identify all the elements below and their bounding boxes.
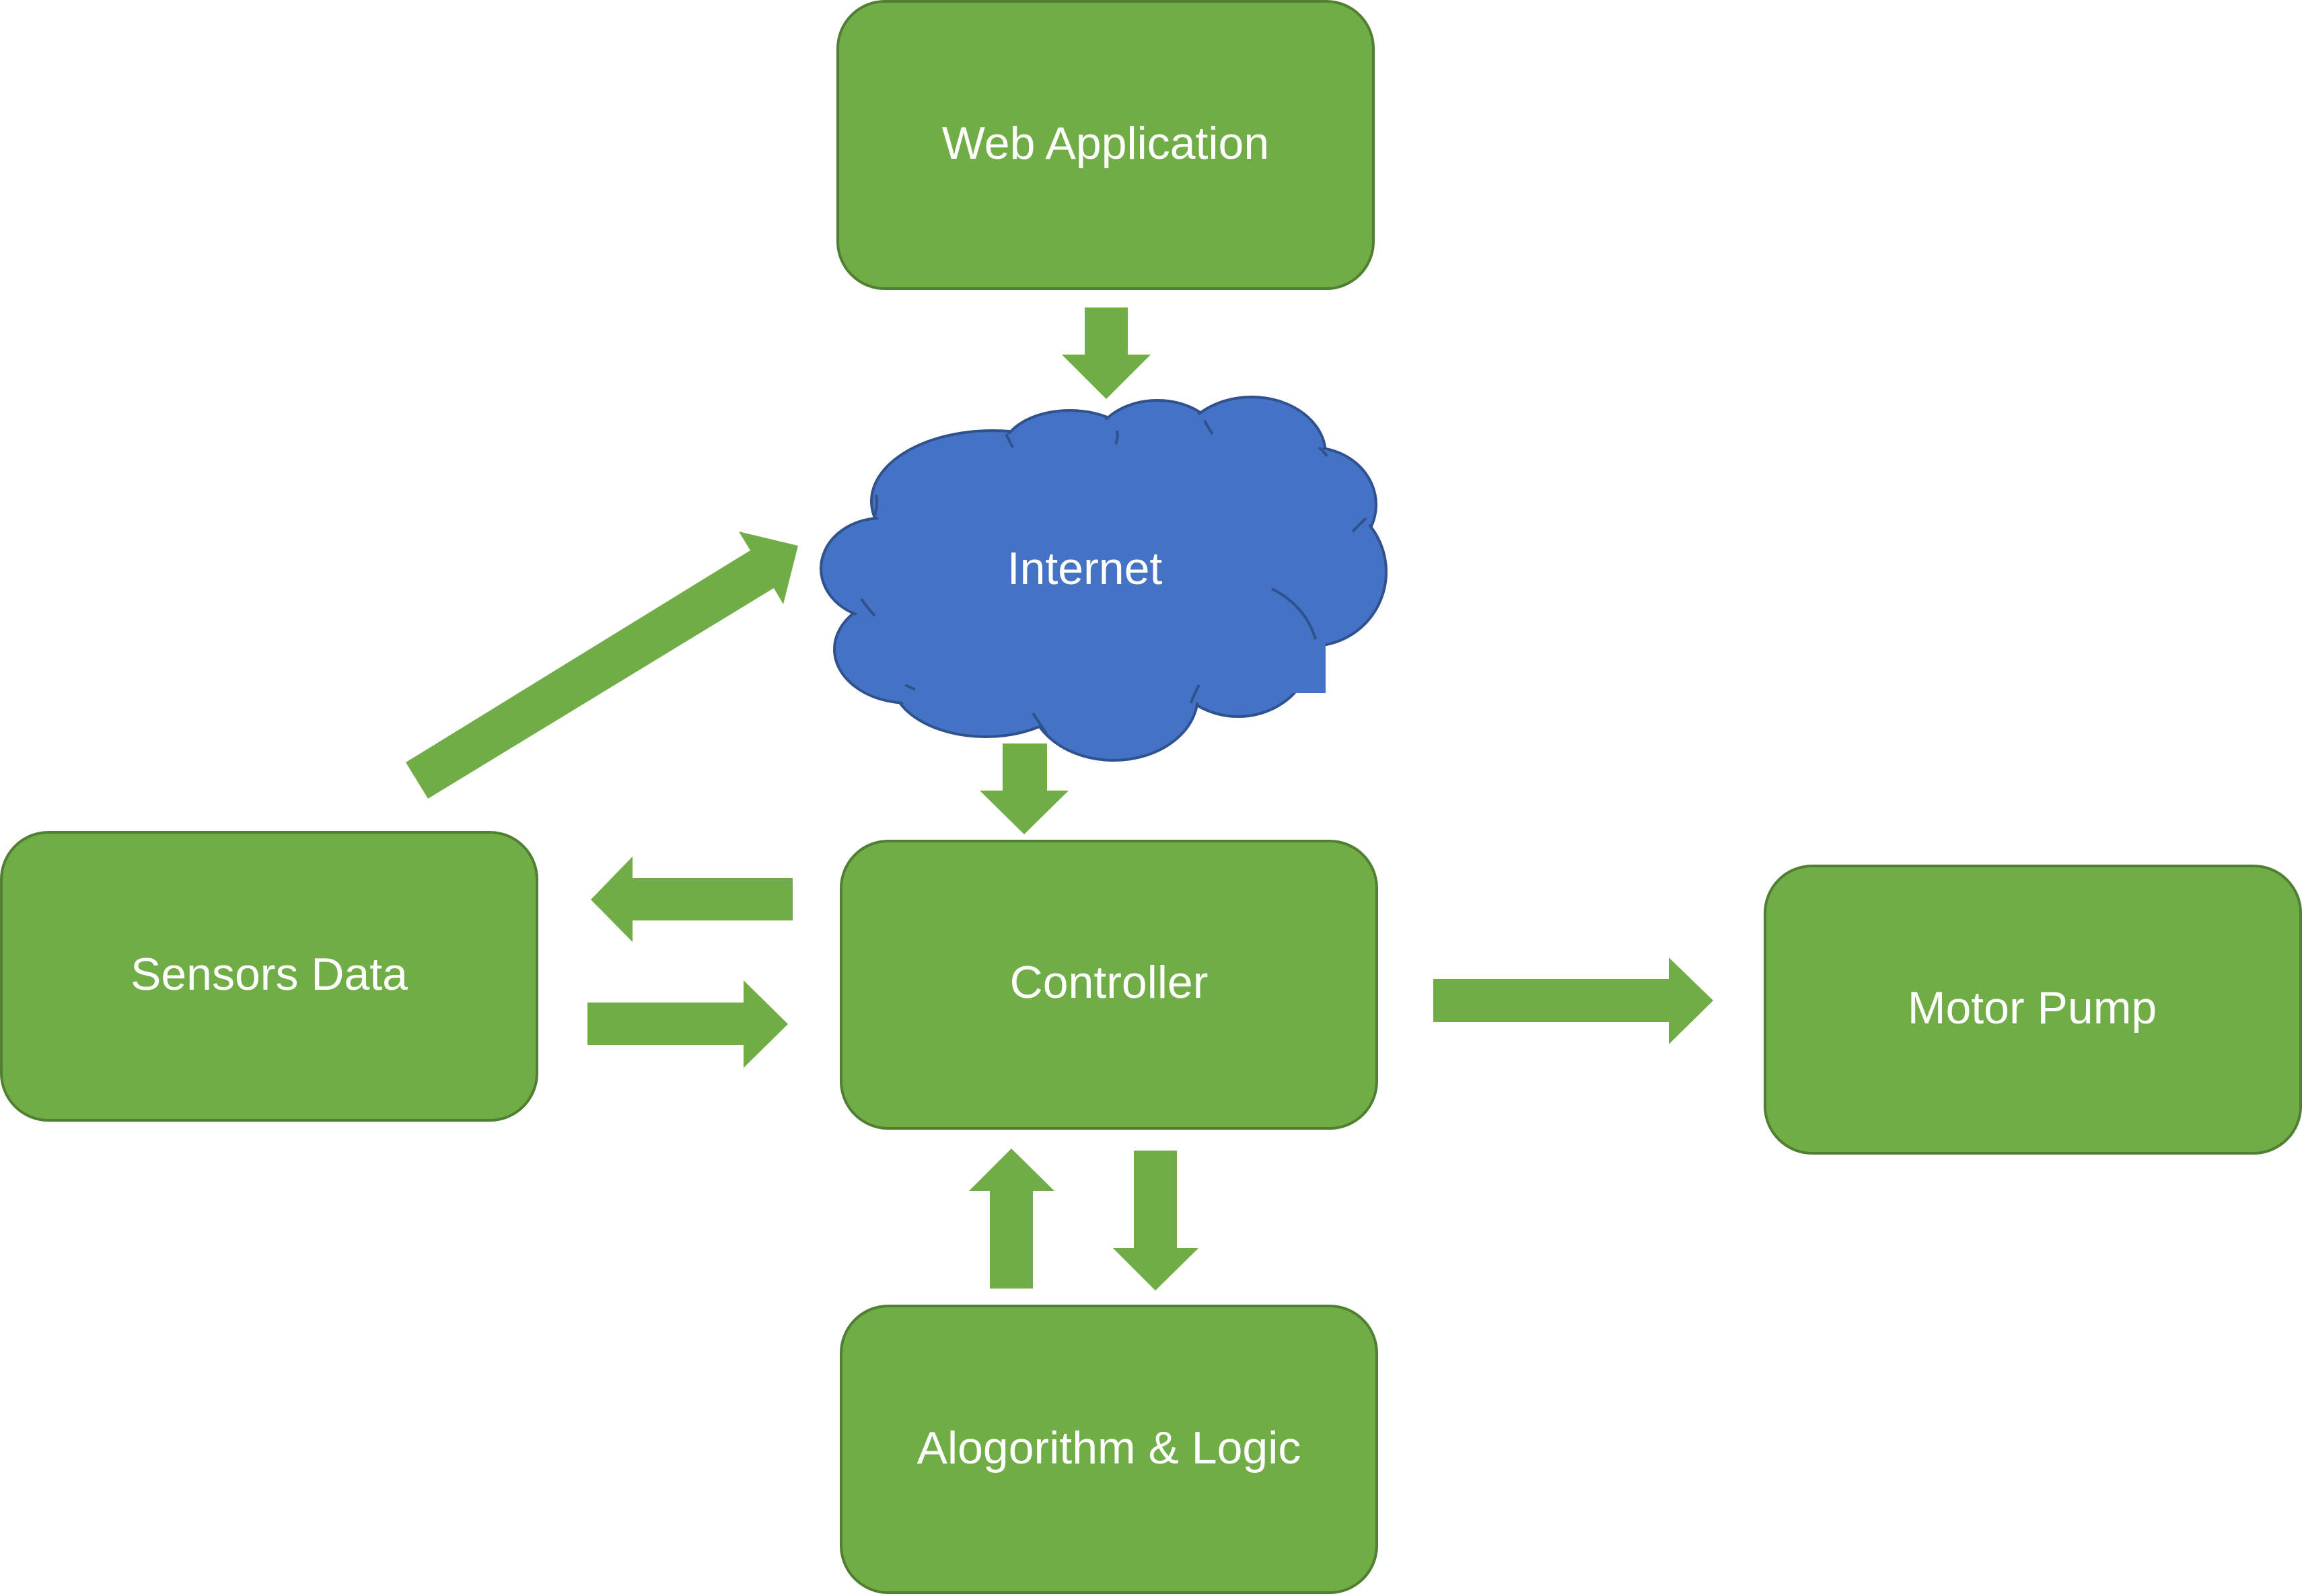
cloud-creases	[860, 420, 1367, 735]
arrow-controller-to-algorithm	[1113, 1151, 1198, 1291]
node-algorithm-logic-label: Alogorithm & Logic	[917, 1422, 1301, 1474]
arrow-internet-to-controller	[980, 743, 1069, 834]
node-sensors-data: Sensors Data	[0, 831, 538, 1122]
arrow-controller-to-motor	[1433, 957, 1713, 1044]
arrow-algorithm-to-controller	[969, 1149, 1054, 1289]
node-sensors-data-label: Sensors Data	[131, 949, 408, 1000]
node-motor-pump: Motor Pump	[1764, 865, 2302, 1155]
node-internet: Internet	[820, 396, 1388, 762]
node-web-application: Web Application	[836, 0, 1375, 290]
node-controller: Controller	[840, 840, 1378, 1130]
arrow-sensors-to-controller	[587, 980, 788, 1068]
node-web-application-label: Web Application	[942, 118, 1269, 169]
node-internet-label: Internet	[1007, 543, 1163, 594]
arrow-sensors-to-internet	[406, 532, 798, 799]
arrow-controller-to-sensors	[591, 857, 793, 942]
node-controller-label: Controller	[1010, 957, 1209, 1008]
node-algorithm-logic: Alogorithm & Logic	[840, 1305, 1378, 1594]
node-motor-pump-label: Motor Pump	[1908, 982, 2157, 1033]
cloud-inner	[824, 400, 1383, 758]
arrow-web-to-internet	[1062, 307, 1151, 399]
